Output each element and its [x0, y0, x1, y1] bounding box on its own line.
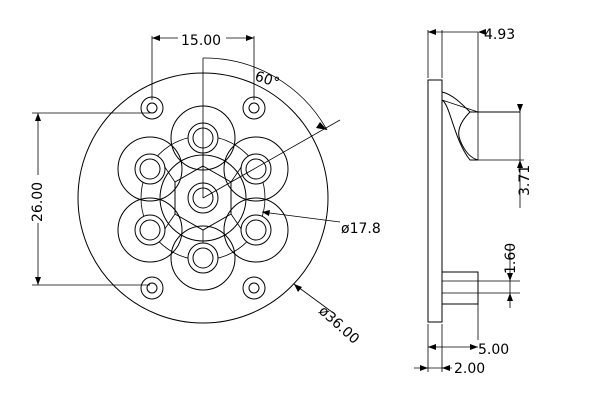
dim-160: [507, 244, 513, 308]
dim-500: [428, 344, 478, 350]
side-dim-pin-len-label: 5.00: [478, 342, 509, 358]
dim-angle: [202, 57, 341, 199]
side-dim-mid-label: 3.71: [517, 165, 533, 196]
side-dim-pin-label: 1.60: [503, 243, 519, 274]
front-view: 15.00 60° 26.00 ø17.8 ø36.00: [30, 30, 381, 348]
side-dim-top-label: 4.93: [484, 27, 515, 43]
dim-left-label: 26.00: [30, 182, 46, 222]
lens-profile: [441, 91, 520, 161]
dim-200: [414, 365, 452, 371]
dim-493: [428, 29, 486, 112]
led-cells: [117, 105, 289, 291]
dim-top-label: 15.00: [181, 33, 221, 49]
side-view: 4.93 3.71 1.60 5.00 2.00: [414, 27, 533, 377]
pins: [441, 271, 520, 340]
dim-15: [151, 30, 255, 100]
dim-26: [30, 112, 150, 286]
side-dim-base-label: 2.00: [454, 361, 485, 377]
leader-inner: [261, 211, 341, 223]
angle-label: 60°: [253, 69, 282, 92]
dim-inner-dia-label: ø17.8: [341, 221, 381, 237]
dim-371: [478, 104, 524, 208]
mounting-holes: [140, 96, 266, 300]
dim-outer-dia-label: ø36.00: [315, 303, 362, 347]
base-plate: [427, 79, 443, 323]
